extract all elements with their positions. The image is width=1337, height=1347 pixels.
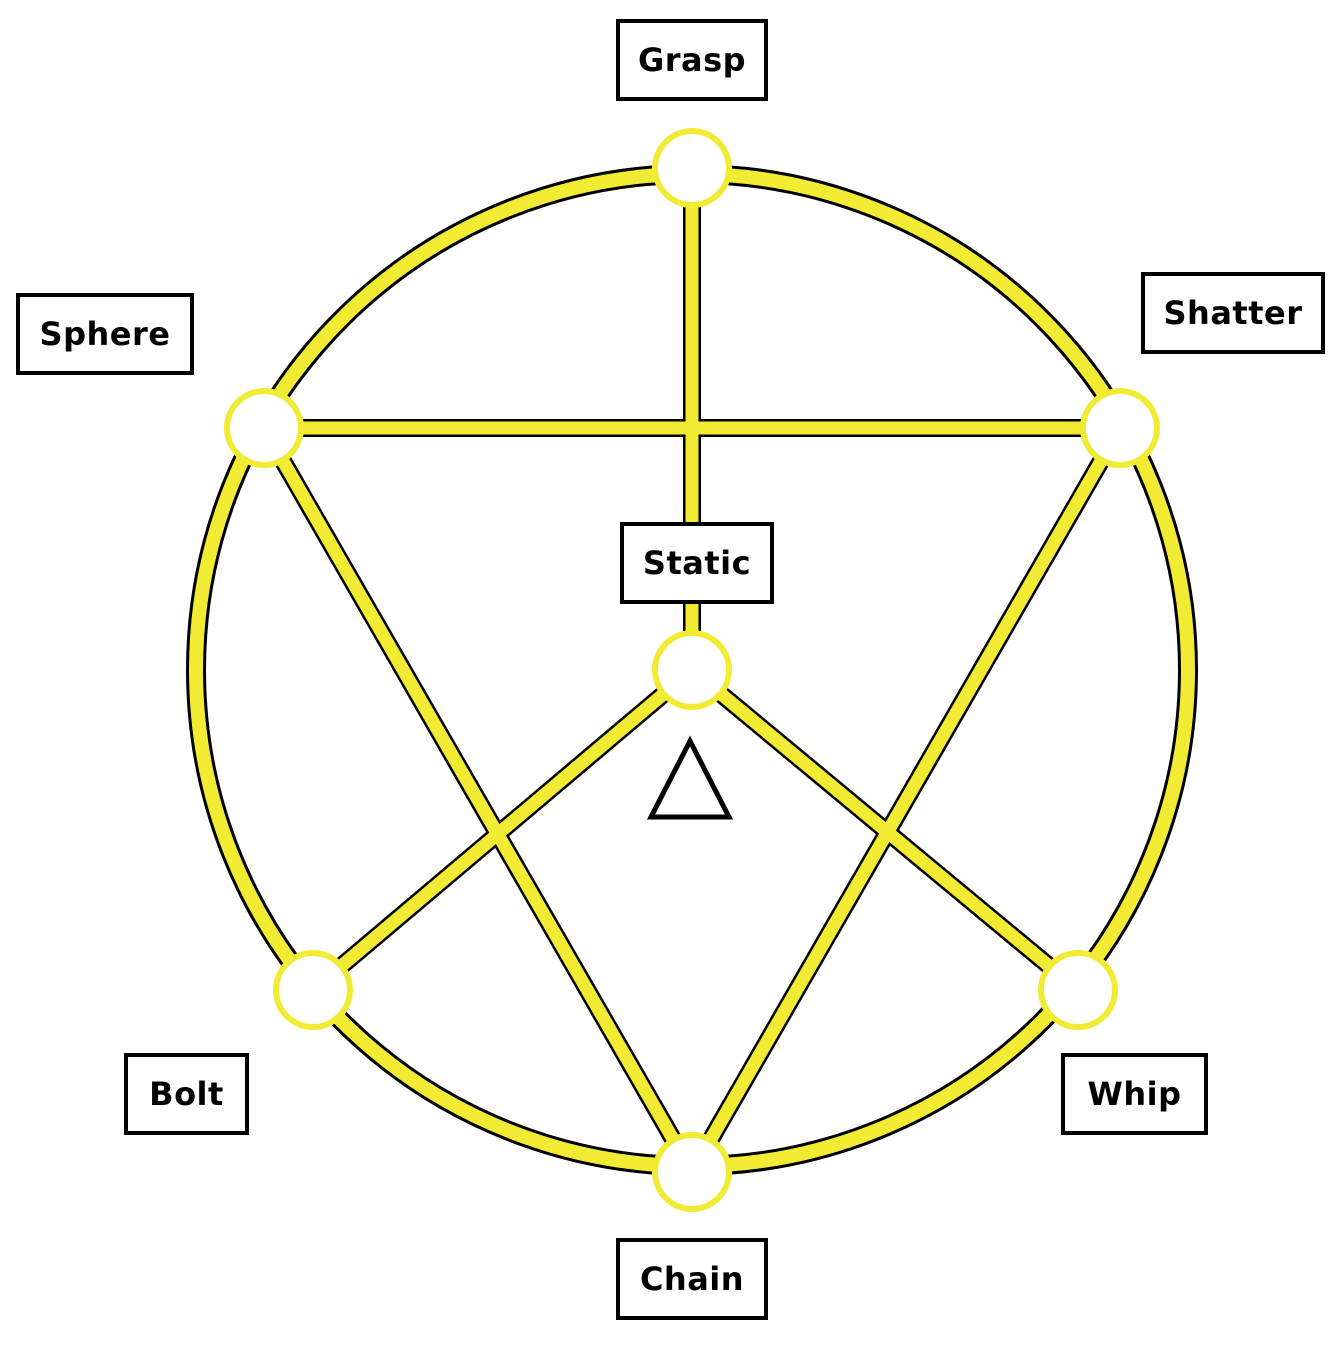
label-static: Static — [620, 522, 774, 604]
node-sphere[interactable] — [224, 388, 304, 468]
label-sphere: Sphere — [16, 293, 194, 375]
label-chain: Chain — [616, 1238, 768, 1320]
node-whip[interactable] — [1038, 950, 1118, 1030]
label-shatter: Shatter — [1141, 272, 1325, 354]
label-shatter-text: Shatter — [1163, 294, 1303, 332]
node-bolt[interactable] — [273, 950, 353, 1030]
label-chain-text: Chain — [639, 1260, 745, 1298]
line-shatter-chain — [686, 424, 1126, 1176]
triangle-icon — [646, 735, 734, 820]
node-chain[interactable] — [652, 1132, 732, 1212]
nodes — [224, 128, 1160, 1212]
label-grasp: Grasp — [616, 19, 768, 101]
label-bolt: Bolt — [124, 1053, 249, 1135]
line-sphere-chain — [258, 424, 698, 1176]
node-shatter[interactable] — [1080, 388, 1160, 468]
label-grasp-text: Grasp — [637, 41, 747, 79]
label-bolt-text: Bolt — [149, 1075, 224, 1113]
node-grasp[interactable] — [652, 128, 732, 208]
label-static-text: Static — [642, 544, 752, 582]
line-static-whip — [687, 664, 1083, 996]
connector-lines — [258, 168, 1126, 1176]
label-whip: Whip — [1061, 1053, 1208, 1135]
line-static-bolt — [308, 665, 697, 995]
label-sphere-text: Sphere — [39, 315, 171, 353]
label-whip-text: Whip — [1087, 1075, 1182, 1113]
node-static[interactable] — [652, 630, 732, 710]
